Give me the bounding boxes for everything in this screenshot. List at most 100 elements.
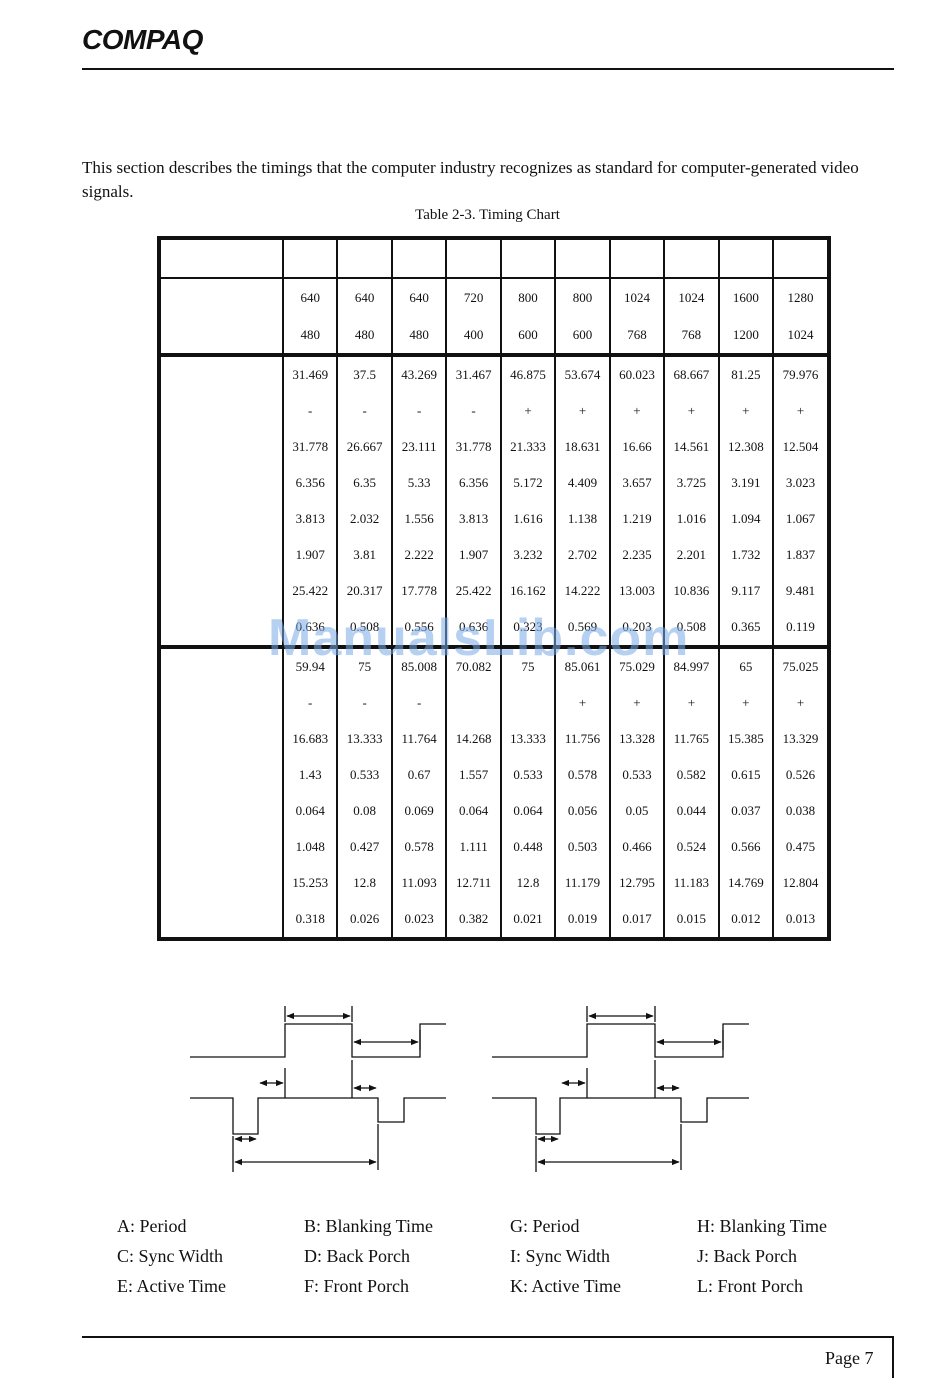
table-cell: + — [499, 393, 556, 429]
table-cell: 0.038 — [772, 793, 829, 829]
table-cell: 5.33 — [390, 465, 447, 501]
table-cell: 75.029 — [608, 647, 665, 685]
table-cell: - — [390, 685, 447, 721]
table-cell: - — [390, 393, 447, 429]
table-cell: 0.533 — [499, 757, 556, 793]
table-cell: 0.466 — [608, 829, 665, 865]
table-cell: 10.836 — [663, 573, 719, 609]
table-cell: 3.023 — [772, 465, 829, 501]
table-cell: 1200 — [717, 316, 774, 357]
table-cell: 1600 — [717, 278, 774, 316]
table-cell: 1.094 — [717, 501, 774, 537]
row-label-cell — [159, 316, 283, 357]
table-cell: 0.119 — [772, 609, 829, 649]
table-cell: - — [445, 393, 501, 429]
table-cell: 9.481 — [772, 573, 829, 609]
table-cell: 0.064 — [281, 793, 338, 829]
table-cell: 768 — [608, 316, 665, 357]
legend-g: G: Period — [510, 1216, 580, 1236]
table-cell: + — [608, 393, 665, 429]
header-cell — [336, 238, 392, 279]
table-cell: 70.082 — [445, 647, 501, 685]
header-cell — [772, 238, 829, 279]
table-cell: 400 — [445, 316, 501, 357]
table-cell: 0.069 — [390, 793, 447, 829]
compaq-logo: COMPAQ — [82, 24, 203, 55]
table-cell: 0.636 — [445, 609, 501, 649]
table-cell: 6.356 — [445, 465, 501, 501]
table-cell: 46.875 — [499, 355, 556, 393]
table-cell: 0.533 — [608, 757, 665, 793]
table-cell: 0.533 — [336, 757, 392, 793]
legend-i: I: Sync Width — [510, 1246, 610, 1266]
table-cell: 14.561 — [663, 429, 719, 465]
table-cell: 1.616 — [499, 501, 556, 537]
table-cell: 0.508 — [336, 609, 392, 649]
table-cell: 800 — [554, 278, 610, 316]
table-cell: + — [717, 393, 774, 429]
header-cell — [499, 238, 556, 279]
table-cell: 0.012 — [717, 901, 774, 939]
table-cell: 12.308 — [717, 429, 774, 465]
table-cell: 0.019 — [554, 901, 610, 939]
table-cell: 31.469 — [281, 355, 338, 393]
table-cell: 1024 — [608, 278, 665, 316]
table-cell: 0.017 — [608, 901, 665, 939]
table-cell: - — [336, 685, 392, 721]
table-cell: 14.222 — [554, 573, 610, 609]
table-cell: + — [554, 685, 610, 721]
table-cell: 13.329 — [772, 721, 829, 757]
table-cell: - — [281, 393, 338, 429]
table-cell: 21.333 — [499, 429, 556, 465]
table-cell: 11.765 — [663, 721, 719, 757]
horizontal-timing-diagram — [190, 1006, 446, 1172]
table-cell: 12.804 — [772, 865, 829, 901]
table-cell: 12.711 — [445, 865, 501, 901]
table-cell: 16.683 — [281, 721, 338, 757]
table-cell: 0.05 — [608, 793, 665, 829]
table-cell: 11.183 — [663, 865, 719, 901]
table-cell: 640 — [336, 278, 392, 316]
table-cell: 1.067 — [772, 501, 829, 537]
table-cell: 3.813 — [281, 501, 338, 537]
table-cell: 0.318 — [281, 901, 338, 939]
table-cell: 0.044 — [663, 793, 719, 829]
table-cell: 0.556 — [390, 609, 447, 649]
table-cell: 6.35 — [336, 465, 392, 501]
table-cell: 2.235 — [608, 537, 665, 573]
legend-h: H: Blanking Time — [697, 1216, 828, 1236]
table-cell: 0.013 — [772, 901, 829, 939]
table-cell: 26.667 — [336, 429, 392, 465]
legend-d: D: Back Porch — [304, 1246, 410, 1266]
table-cell: 0.582 — [663, 757, 719, 793]
table-cell: 1024 — [663, 278, 719, 316]
table-cell: 81.25 — [717, 355, 774, 393]
header-rule — [82, 68, 894, 70]
table-cell — [445, 685, 501, 721]
table-cell: 59.94 — [281, 647, 338, 685]
header-cell — [608, 238, 665, 279]
table-cell: 0.382 — [445, 901, 501, 939]
table-cell: 85.008 — [390, 647, 447, 685]
table-cell: 18.631 — [554, 429, 610, 465]
table-cell: 0.427 — [336, 829, 392, 865]
legend-k: K: Active Time — [510, 1276, 622, 1296]
table-cell: 1.111 — [445, 829, 501, 865]
horizontal-timing-row: ----++++++ — [159, 393, 829, 429]
table-cell: 800 — [499, 278, 556, 316]
table-cell: 0.503 — [554, 829, 610, 865]
legend-a: A: Period — [117, 1216, 187, 1236]
table-cell: 1280 — [772, 278, 829, 316]
table-cell: 1.732 — [717, 537, 774, 573]
table-cell: 12.8 — [499, 865, 556, 901]
table-cell: 480 — [390, 316, 447, 357]
header-cell — [281, 238, 338, 279]
